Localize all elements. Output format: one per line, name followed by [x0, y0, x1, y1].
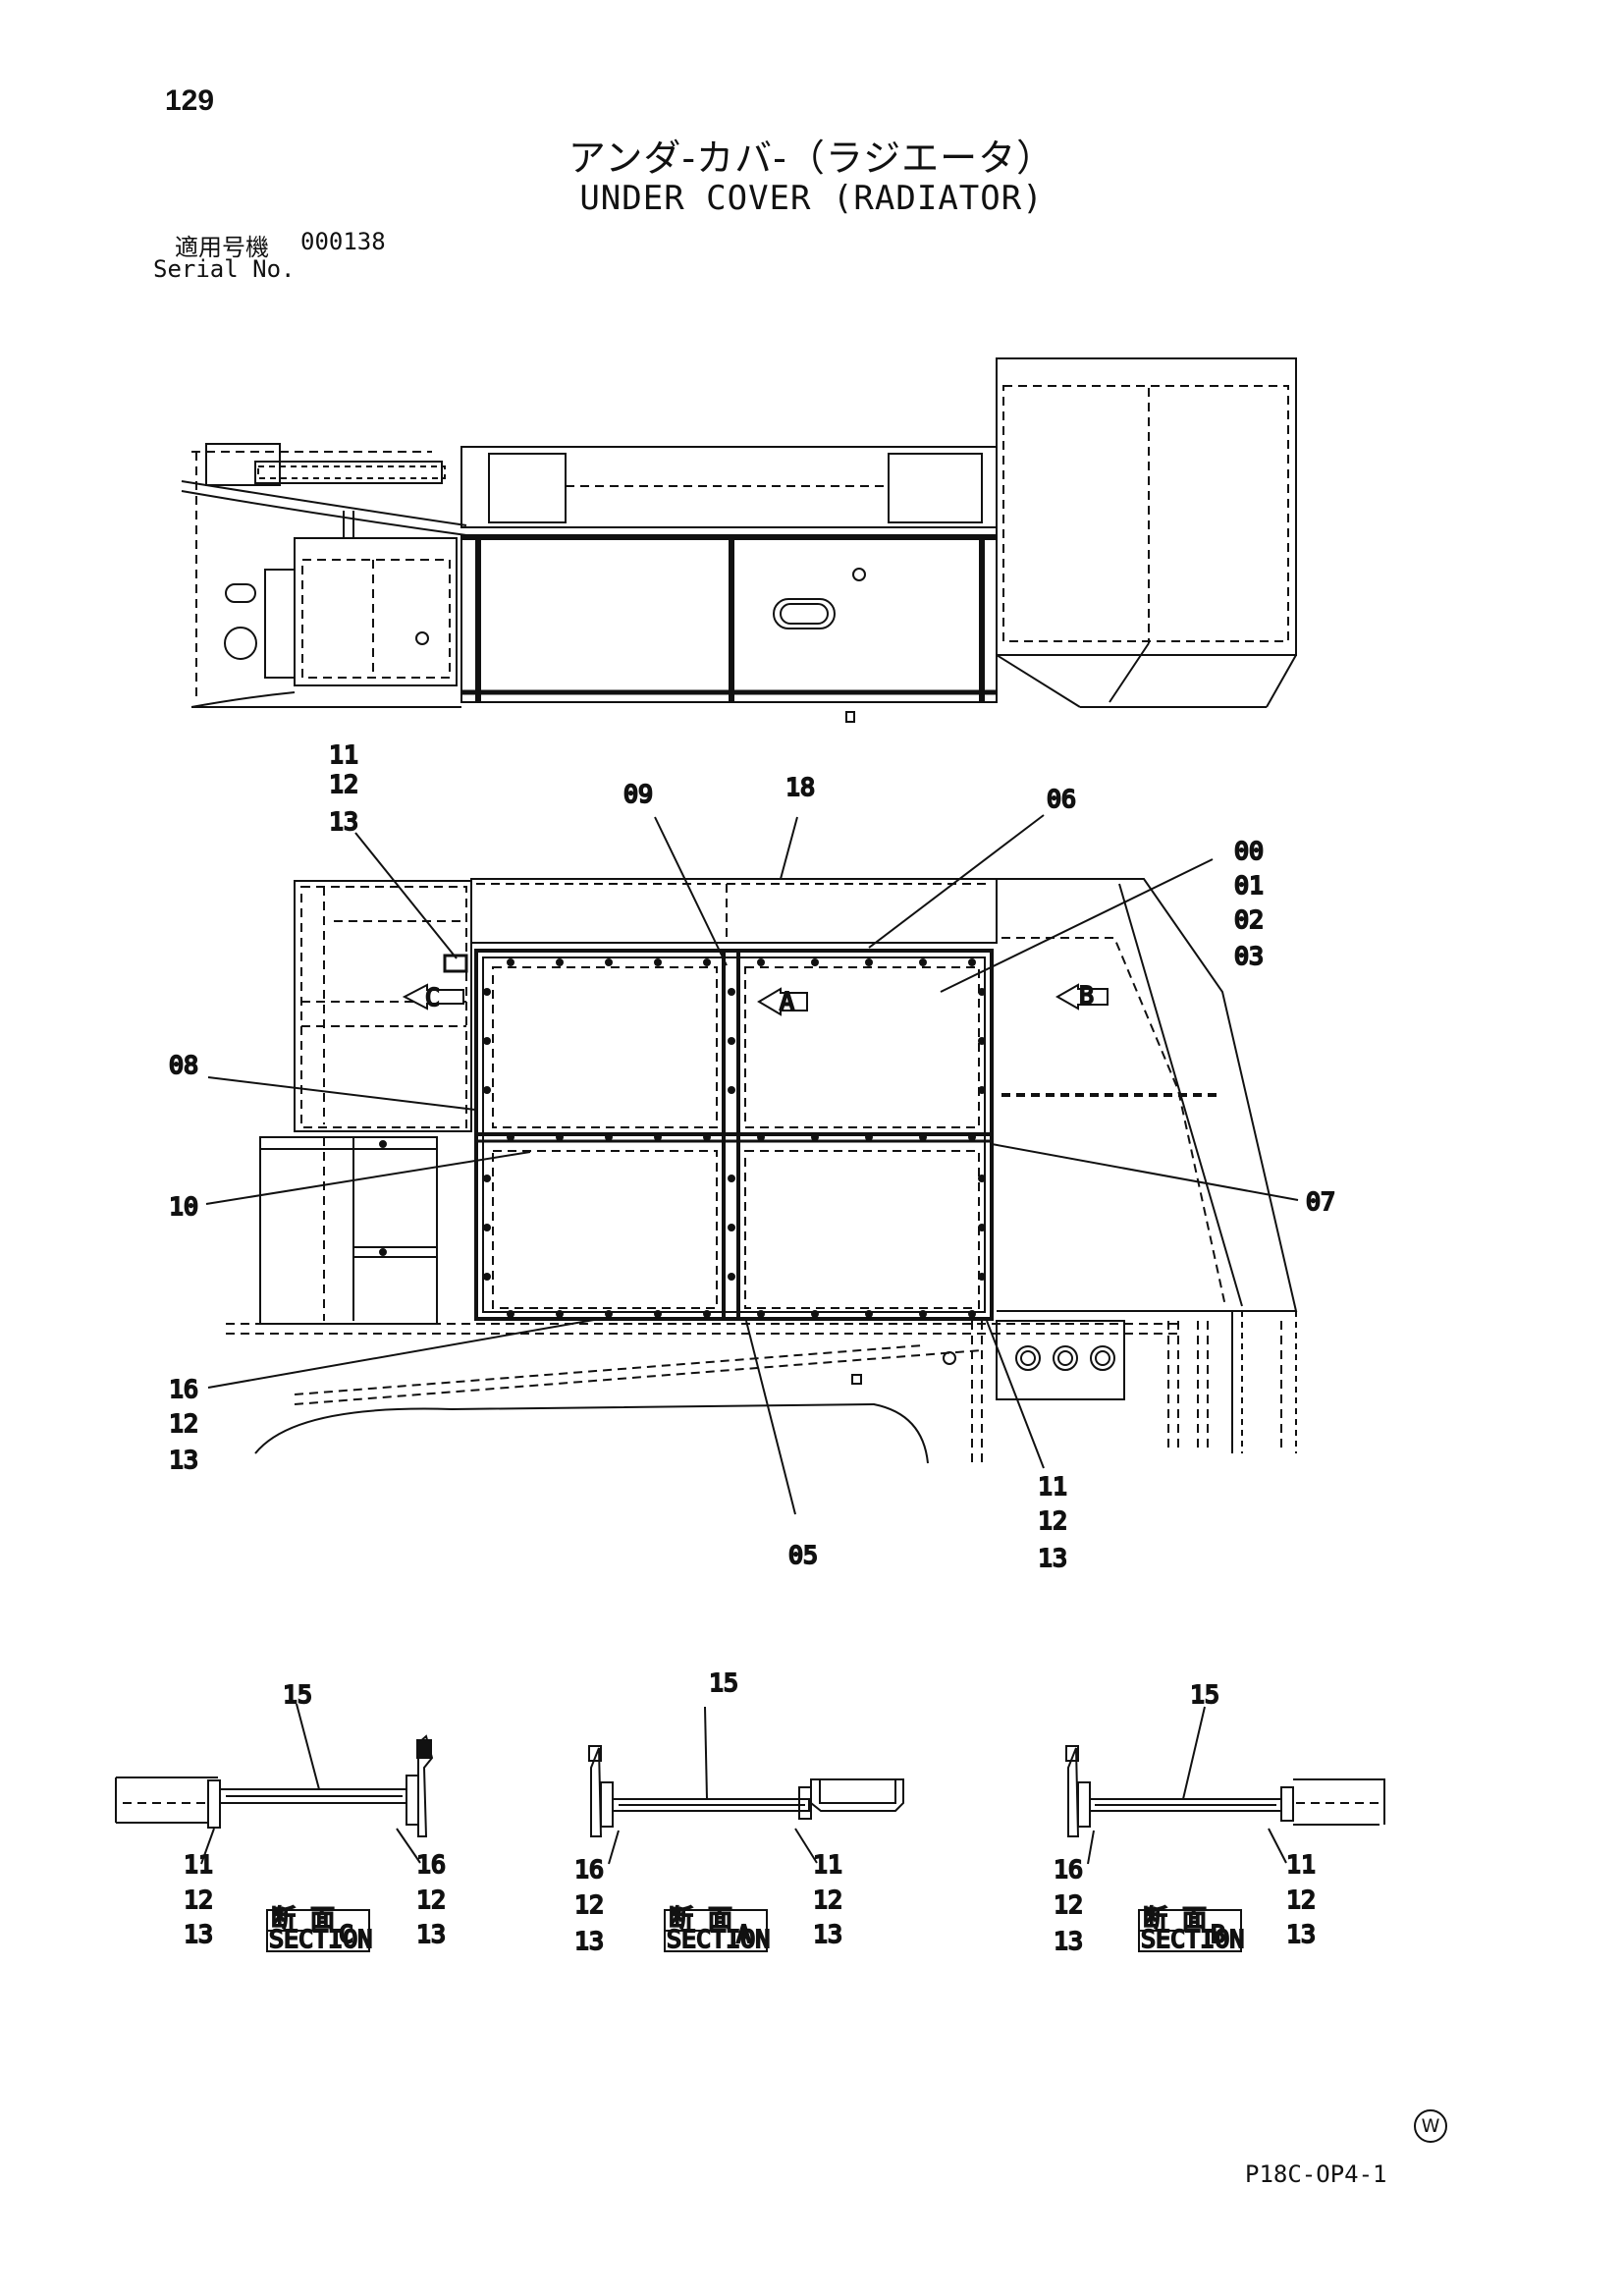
section-b-left-2: 12 [1054, 1890, 1083, 1919]
callout-13-top: 13 [329, 807, 358, 836]
section-b-box-jp: 断 面 [1143, 1904, 1207, 1933]
callout-07: 07 [1306, 1187, 1335, 1216]
callout-05: 05 [788, 1541, 818, 1569]
callout-08: 08 [169, 1051, 198, 1079]
view-letter-c: C [425, 983, 440, 1011]
section-a-part: 15 [709, 1668, 738, 1697]
section-a-left-2: 12 [574, 1890, 604, 1919]
section-c-box-jp: 断 面 [271, 1904, 335, 1933]
section-a-labels: 15 16 12 13 11 12 13 断 面 SECTION A [573, 1667, 843, 1956]
callout-11-bottom: 11 [1038, 1472, 1067, 1501]
section-c-right-3: 13 [416, 1920, 446, 1948]
section-b-labels: 15 16 12 13 11 12 13 断 面 SECTION B [1053, 1679, 1317, 1956]
section-c-detail [115, 1703, 434, 1865]
section-a-right-1: 11 [813, 1850, 842, 1879]
title-english: UNDER COVER (RADIATOR) [579, 179, 1044, 218]
page-number: 129 [165, 84, 215, 117]
callout-16: 16 [169, 1375, 198, 1403]
section-a-letter: A [736, 1920, 751, 1948]
callout-12-left: 12 [169, 1409, 198, 1438]
section-a-box-en: SECTION [667, 1925, 770, 1953]
serial-label-japanese: 適用号機 [175, 234, 269, 261]
callout-18: 18 [785, 773, 815, 801]
title-japanese: アンダ-カバ-（ラジエータ） [568, 137, 1055, 180]
section-a-right-2: 12 [813, 1886, 842, 1914]
callout-13-left: 13 [169, 1446, 198, 1474]
section-a-left-1: 16 [574, 1855, 604, 1884]
callout-03: 03 [1234, 942, 1264, 970]
view-letter-a: A [780, 987, 794, 1015]
bolt-dots [483, 958, 986, 1318]
callout-11-top: 11 [329, 740, 358, 769]
callout-06: 06 [1047, 785, 1076, 813]
section-b-box-en: SECTION [1141, 1925, 1244, 1953]
section-a-detail [588, 1706, 904, 1865]
section-b-right-2: 12 [1286, 1886, 1316, 1914]
section-c-right-2: 12 [416, 1886, 446, 1914]
section-a-left-3: 13 [574, 1927, 604, 1955]
drawing-code: P18C-OP4-1 [1245, 2160, 1387, 2188]
section-a-right-3: 13 [813, 1920, 842, 1948]
callout-09: 09 [623, 780, 653, 808]
section-c-letter: C [339, 1920, 353, 1948]
view-arrow-a [757, 987, 808, 1016]
section-c-left-3: 13 [184, 1920, 213, 1948]
section-b-left-3: 13 [1054, 1927, 1083, 1955]
view-arrow-c [402, 983, 464, 1011]
callouts: 11 12 13 09 18 06 00 01 02 03 08 10 07 1… [168, 739, 1336, 1573]
callout-12-top: 12 [329, 770, 358, 798]
section-c-left-2: 12 [184, 1886, 213, 1914]
serial-label-english: Serial No. [153, 255, 296, 283]
section-b-letter: B [1211, 1920, 1225, 1948]
callout-13-bottom: 13 [1038, 1544, 1067, 1572]
section-b-right-1: 11 [1286, 1850, 1316, 1879]
serial-number-value: 000138 [300, 228, 386, 255]
callout-01: 01 [1234, 871, 1264, 900]
section-c-box-en: SECTION [269, 1925, 372, 1953]
callout-10: 10 [169, 1192, 198, 1221]
section-c-labels: 15 11 12 13 16 12 13 断 面 SECTION C [183, 1679, 447, 1954]
section-b-part: 15 [1190, 1680, 1219, 1709]
section-b-right-3: 13 [1286, 1920, 1316, 1948]
section-a-box-jp: 断 面 [669, 1904, 732, 1933]
callout-12-bottom: 12 [1038, 1506, 1067, 1535]
section-c-left-1: 11 [184, 1850, 213, 1879]
w-mark-icon: W [1414, 2109, 1447, 2143]
section-c-right-1: 16 [416, 1850, 446, 1879]
section-c-part: 15 [283, 1680, 312, 1709]
view-arrow-b [1055, 983, 1109, 1011]
view-letter-b: B [1079, 981, 1094, 1010]
callout-00: 00 [1234, 837, 1264, 865]
side-view [181, 357, 1297, 723]
leader-lines [205, 814, 1299, 1515]
section-b-left-1: 16 [1054, 1855, 1083, 1884]
section-b-detail [1065, 1706, 1385, 1865]
callout-02: 02 [1234, 905, 1264, 934]
